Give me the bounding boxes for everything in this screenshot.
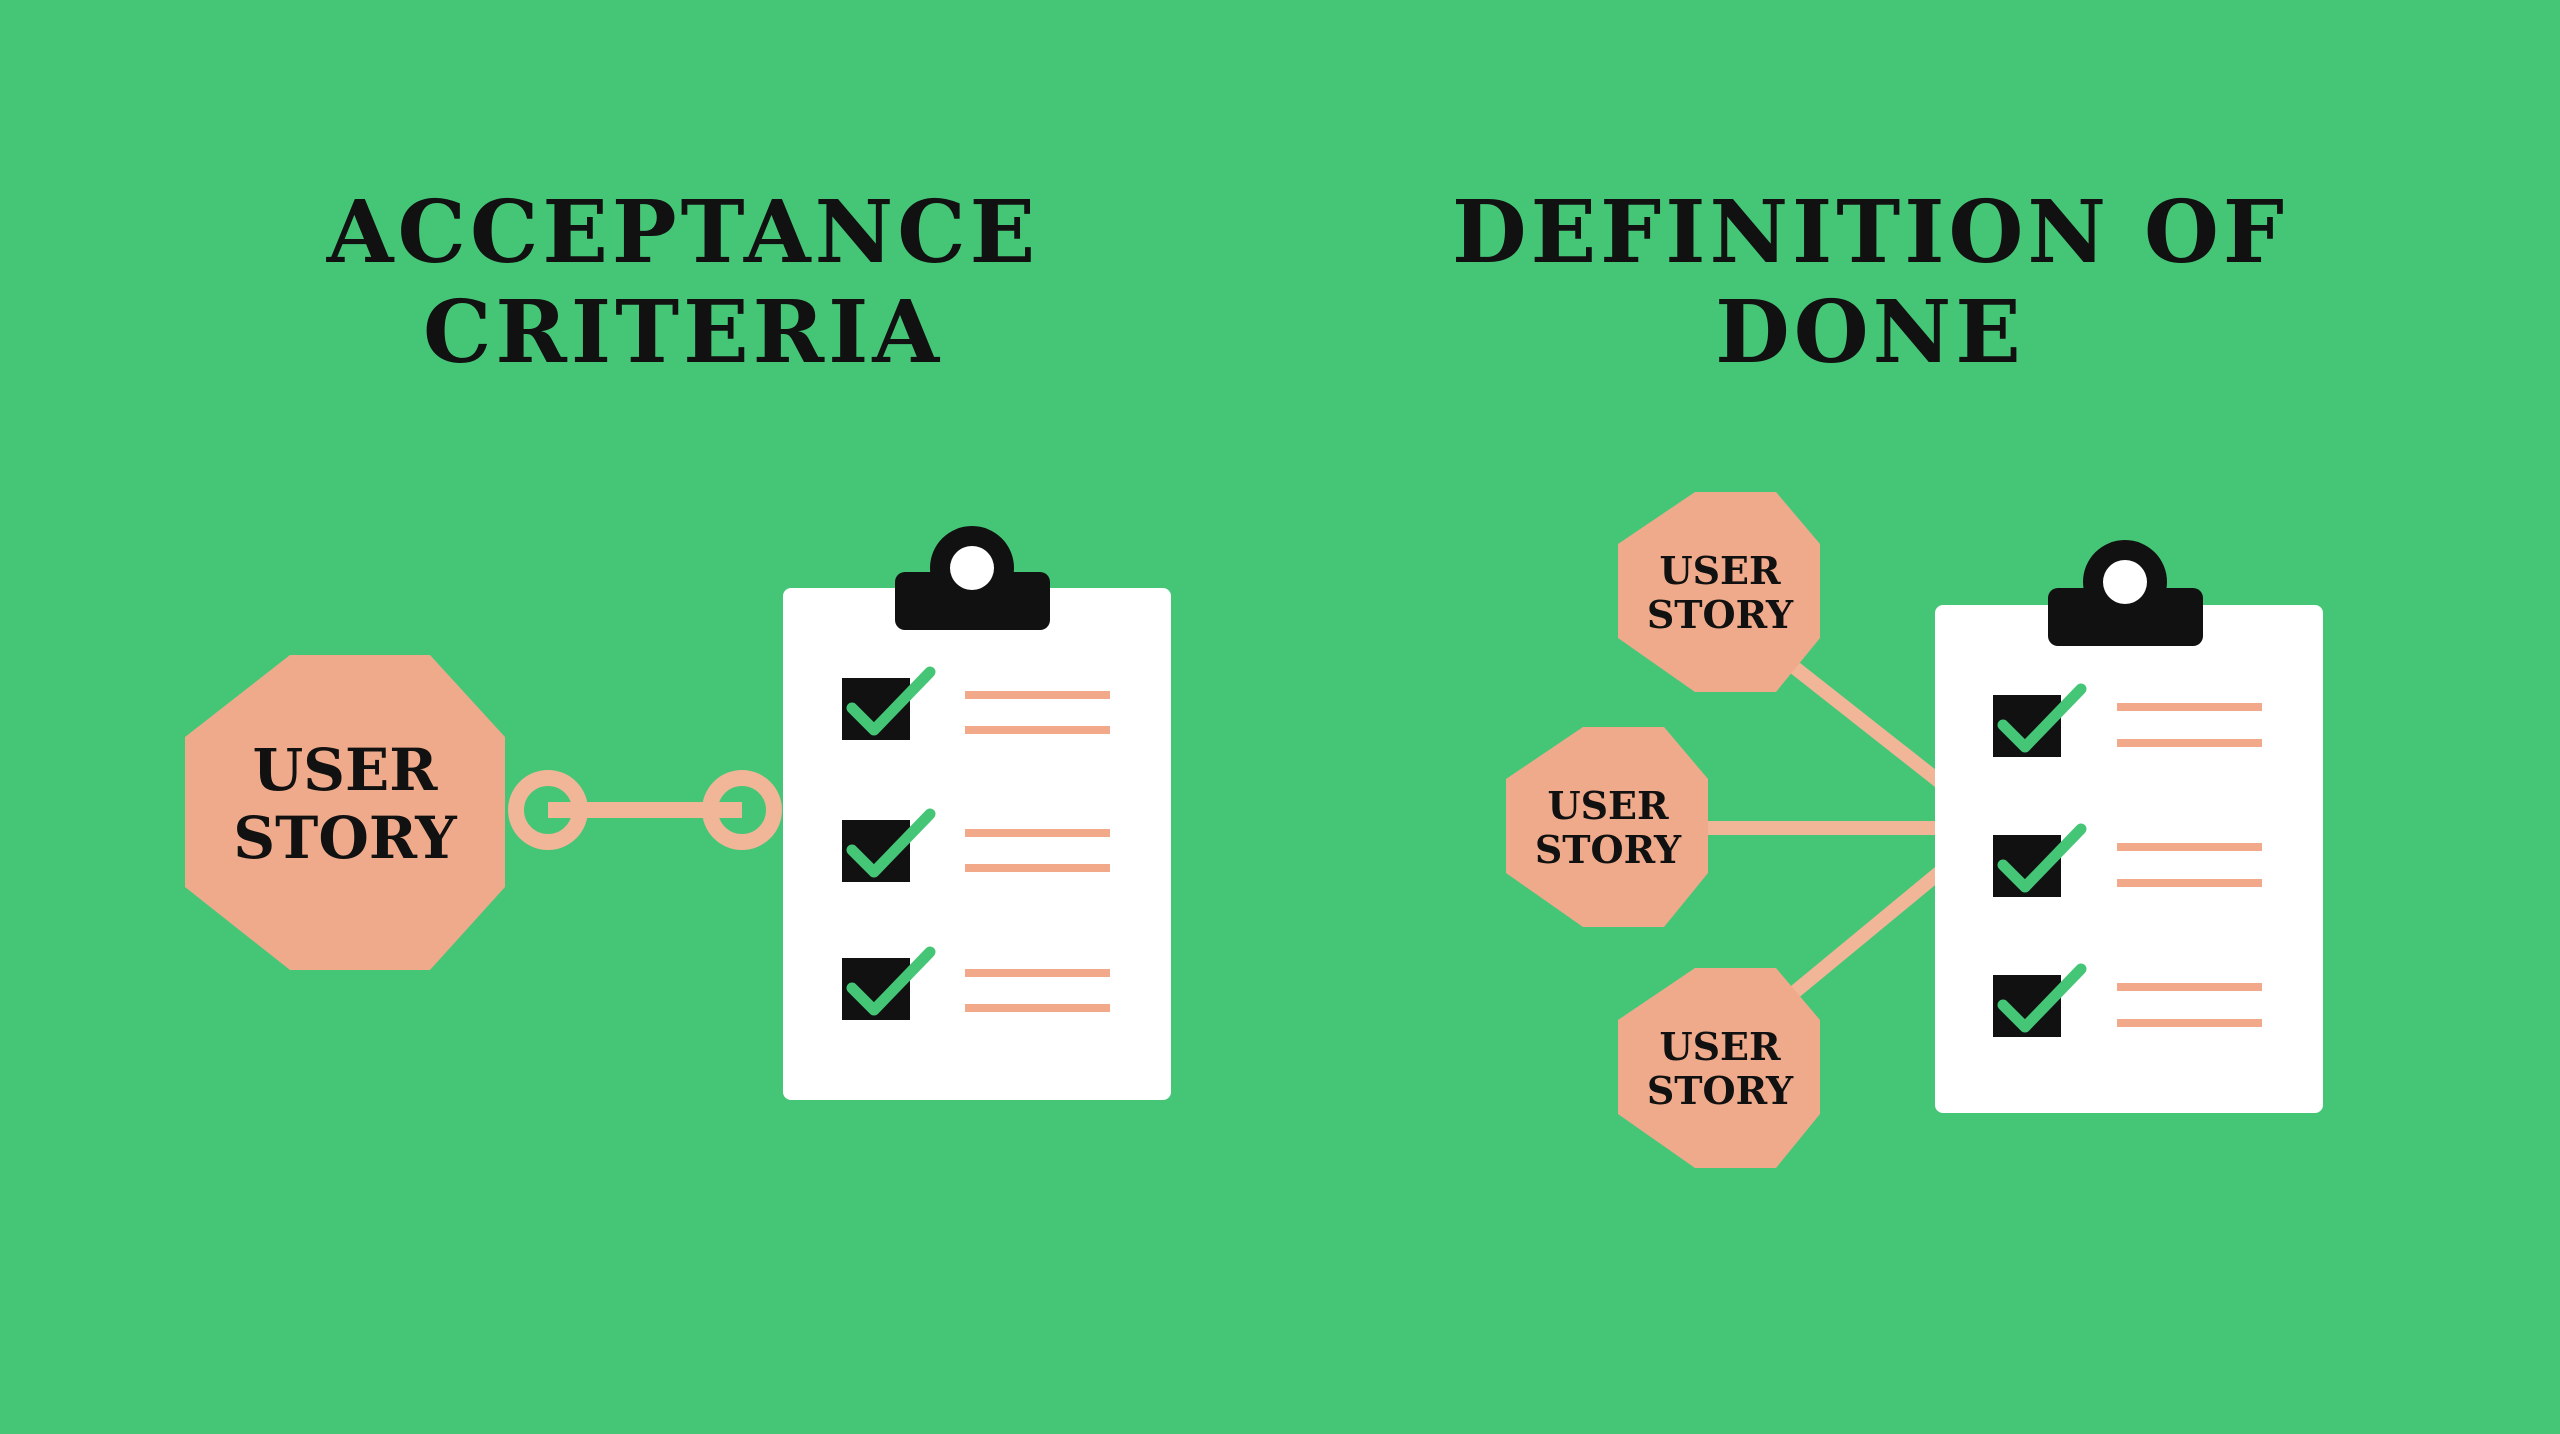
user-story-label-line2: STORY (233, 804, 457, 872)
checklist-row (1993, 963, 2262, 1037)
right-title-line1: DEFINITION OF (1452, 182, 2288, 283)
user-story-octagon: USER STORY (1506, 727, 1708, 927)
story-connectors (1693, 653, 1947, 1007)
octagon-icon (1506, 727, 1708, 927)
connector-line-bottom (1778, 865, 1947, 1007)
octagon-icon (1618, 492, 1820, 692)
user-story-label-line1: USER (1659, 548, 1781, 593)
connector-node-right (702, 770, 782, 850)
definition-of-done-panel: DEFINITION OF DONE USER STORY USER STORY… (1452, 182, 2323, 1168)
user-story-label-line1: USER (1659, 1024, 1781, 1069)
checklist-row (842, 666, 1110, 740)
check-mark-icon (1997, 823, 2087, 893)
connector-node-left (508, 770, 588, 850)
user-story-label-line2: STORY (1647, 592, 1794, 637)
clipboard-icon (1935, 540, 2323, 1113)
connector-line-top (1778, 653, 1947, 789)
check-mark-icon (1997, 963, 2087, 1033)
story-connector (508, 770, 782, 850)
right-title-line2: DONE (1715, 282, 2025, 383)
octagon-icon (185, 655, 505, 970)
check-mark-icon (846, 946, 936, 1016)
checklist-row (1993, 683, 2262, 757)
check-mark-icon (846, 808, 936, 878)
clipboard-board (783, 588, 1171, 1100)
clipboard-icon (783, 526, 1171, 1100)
check-mark-icon (846, 666, 936, 736)
check-mark-icon (1997, 683, 2087, 753)
user-story-octagon: USER STORY (1618, 968, 1820, 1168)
user-story-octagon: USER STORY (185, 655, 505, 970)
user-story-label-line2: STORY (1535, 827, 1682, 872)
user-story-label-line2: STORY (1647, 1068, 1794, 1113)
checklist-row (1993, 823, 2262, 897)
left-title-line1: ACCEPTANCE (326, 182, 1039, 283)
checklist-row (842, 808, 1110, 882)
user-story-octagon: USER STORY (1618, 492, 1820, 692)
user-story-label-line1: USER (253, 736, 439, 804)
acceptance-criteria-panel: ACCEPTANCE CRITERIA USER STORY (185, 182, 1171, 1100)
checklist-row (842, 946, 1110, 1020)
user-story-label-line1: USER (1547, 783, 1669, 828)
octagon-icon (1618, 968, 1820, 1168)
left-title-line2: CRITERIA (423, 282, 943, 383)
